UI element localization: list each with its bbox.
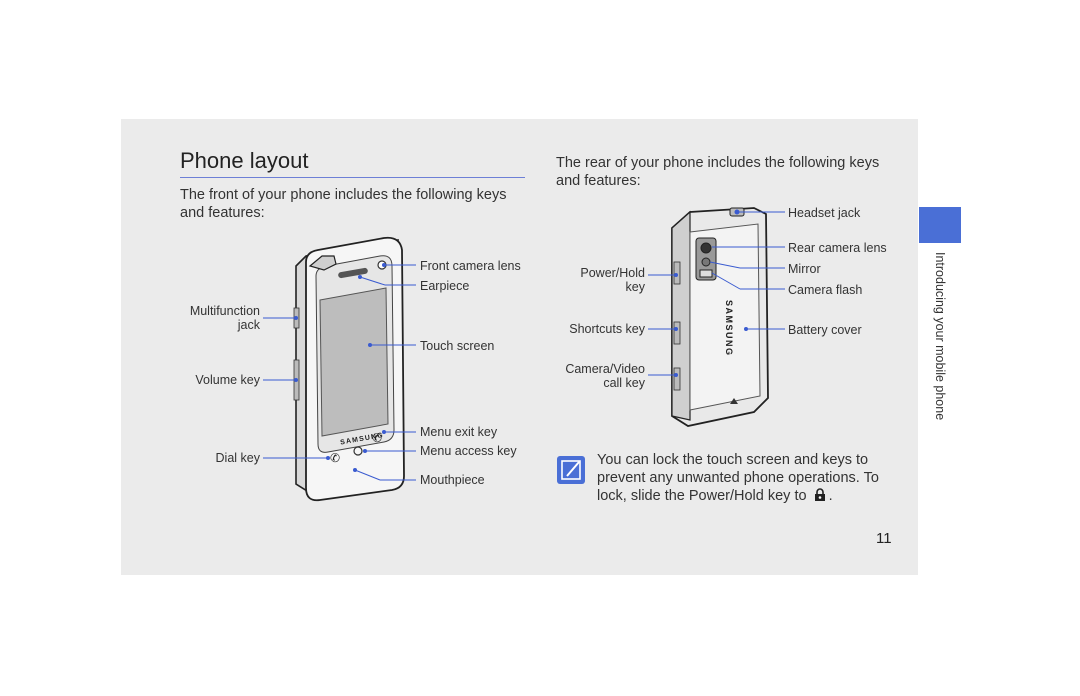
section-tab-marker [919,207,961,243]
title-divider [180,177,525,178]
label-camera-video-call-key: Camera/Video call key [565,362,645,390]
touch-screen [319,287,389,437]
page-panel [121,119,918,575]
label-rear-camera-lens: Rear camera lens [788,241,887,255]
label-power-hold-key: Power/Hold key [580,266,645,294]
menu-access-button [353,446,363,456]
label-volume-key: Volume key [195,373,260,387]
padlock-icon [813,488,827,502]
front-phone: SAMSUNG ✆ ✆ [293,236,405,502]
front-callout-lines [263,264,416,481]
note-pencil-icon [557,456,585,484]
label-dial-key: Dial key [215,451,260,465]
rear-callout-dots [674,273,748,377]
label-headset-jack: Headset jack [788,206,861,220]
label-shortcuts-key: Shortcuts key [569,322,645,336]
dial-key-icon: ✆ [330,451,340,465]
label-touch-screen: Touch screen [420,339,495,353]
rear-intro: The rear of your phone includes the foll… [556,155,880,189]
page-title: Phone layout [180,148,309,173]
label-front-camera-lens: Front camera lens [420,259,521,273]
lock-note: You can lock the touch screen and keys t… [597,452,879,504]
front-intro: The front of your phone includes the fol… [180,187,507,221]
page-number: 11 [876,530,892,547]
label-mirror: Mirror [788,262,821,276]
rear-callout-lines [648,211,785,376]
label-mouthpiece: Mouthpiece [420,473,485,487]
section-tab-label: Introducing your mobile phone [933,252,947,421]
label-camera-flash: Camera flash [788,283,863,297]
label-battery-cover: Battery cover [788,323,862,337]
rear-phone: SAMSUNG [671,207,769,427]
label-menu-exit-key: Menu exit key [420,425,498,439]
front-callout-dots [294,263,386,472]
label-multifunction-jack: Multifunction jack [189,304,260,332]
label-menu-access-key: Menu access key [420,444,517,458]
end-key-icon: ✆ [372,431,382,445]
label-earpiece: Earpiece [420,279,470,293]
rear-samsung-logo: SAMSUNG [724,300,734,357]
